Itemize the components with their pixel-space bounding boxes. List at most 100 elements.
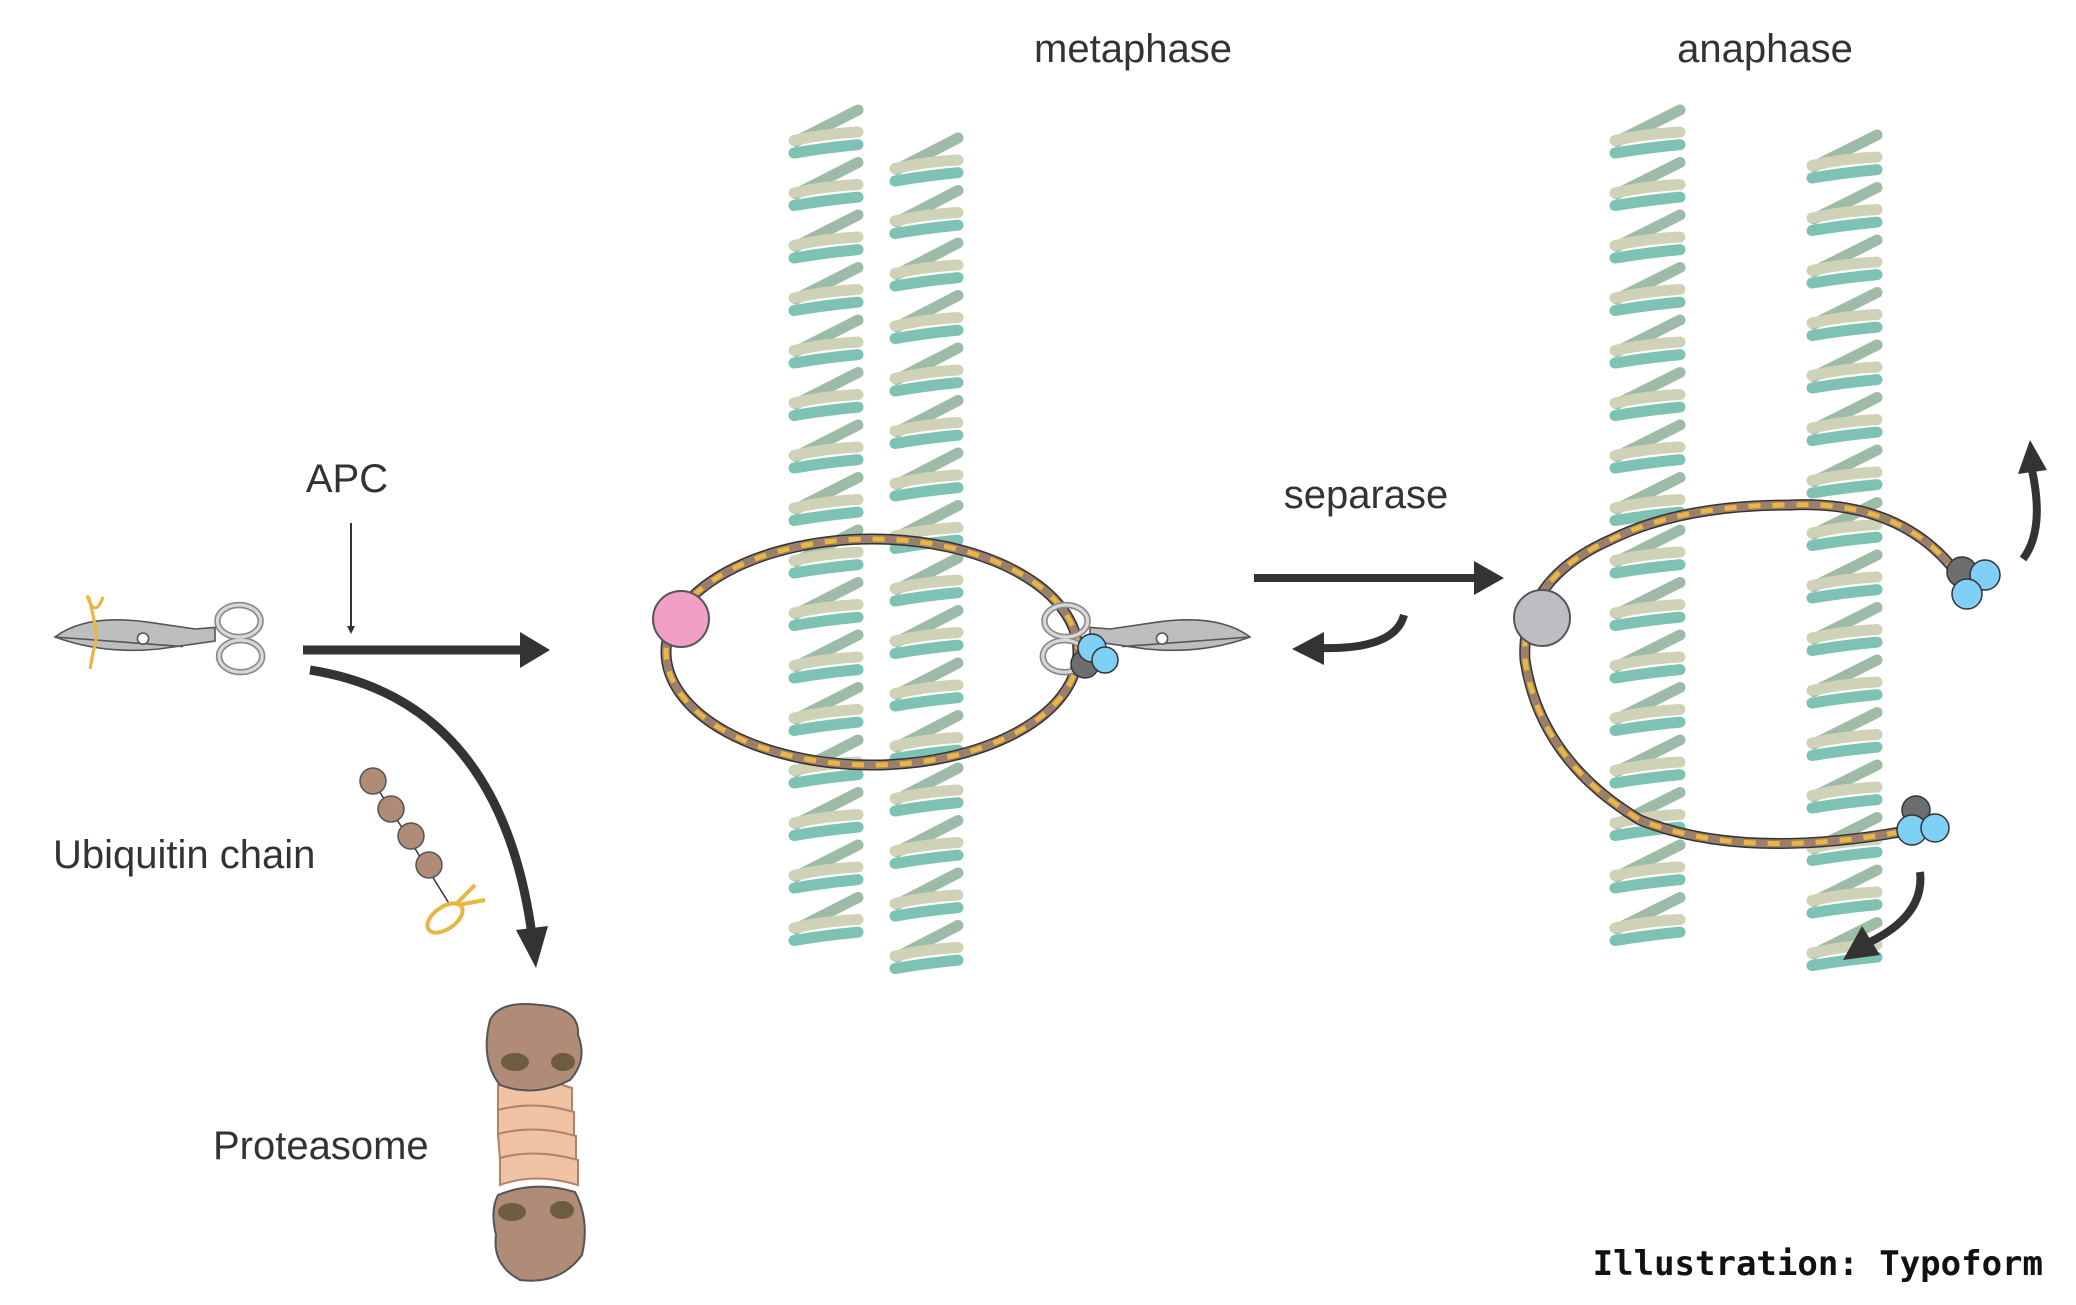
coil-turn [1806, 426, 1883, 447]
coil-turn [889, 587, 964, 607]
coil-turn [1806, 899, 1883, 919]
reverse-arrow-head [1292, 632, 1324, 665]
coil-turn [1806, 256, 1883, 276]
metaphase-label: metaphase [1034, 27, 1232, 71]
coil-turn [1609, 389, 1686, 409]
coil-turn [889, 219, 964, 240]
illustration-credit: Illustration: Typoform [1593, 1244, 2043, 1284]
coil-turn [889, 377, 964, 397]
coil-turn [788, 296, 864, 317]
coil-turn [1806, 781, 1883, 801]
coil-turn [889, 312, 964, 332]
coil-turn [1806, 571, 1883, 591]
ubiquitin-bead [359, 767, 387, 795]
coil-turn [788, 454, 864, 474]
apc-label: APC [306, 457, 388, 501]
ubiquitin-bead [397, 822, 425, 850]
coil-turn [1609, 769, 1686, 789]
coil-turn [1609, 244, 1686, 264]
coil-turn [1806, 466, 1883, 486]
coil-turn [788, 401, 864, 422]
coil-turn [889, 784, 964, 804]
coil-turn [788, 231, 864, 251]
hinge-gray-icon [1513, 589, 1571, 647]
coil-turn [889, 679, 964, 699]
coil-turn [1806, 689, 1883, 709]
coil-turn [1609, 401, 1686, 422]
coil-turn [1609, 599, 1686, 619]
coil-turn [889, 364, 964, 384]
coil-turn [1609, 296, 1686, 317]
coil-turn [788, 704, 864, 724]
coil-turn [1806, 636, 1883, 657]
coil-turn [1609, 611, 1686, 632]
coil-turn [788, 821, 864, 842]
separase-label: separase [1284, 473, 1449, 517]
coil-turn [788, 664, 864, 684]
coil-turn [788, 611, 864, 632]
anaphase-up-arrow-head [2018, 440, 2047, 474]
coil-turn [1609, 179, 1686, 199]
coil-turn [1806, 794, 1883, 814]
coil-turn [1806, 479, 1883, 499]
coil-turn [1806, 886, 1883, 906]
coil-turn [889, 797, 964, 817]
reverse-arrow [1319, 613, 1408, 653]
coil-turn [788, 441, 864, 461]
chromosome-coil [889, 132, 964, 975]
coil-turn [788, 349, 864, 369]
coil-turn [788, 494, 864, 514]
coil-turn [889, 889, 964, 909]
coil-turn [1609, 716, 1686, 737]
securin-icon [425, 901, 465, 935]
coil-turn [889, 954, 964, 975]
coil-turn [1806, 741, 1883, 762]
coil-turn [889, 627, 964, 647]
coil-turn [1609, 139, 1686, 159]
coil-turn [889, 167, 964, 187]
coil-turn [1806, 216, 1883, 237]
coil-turn [889, 692, 964, 712]
main-arrow-head [520, 632, 550, 668]
kleisin-pink-icon [652, 590, 710, 648]
coil-turn [1609, 454, 1686, 474]
ubiquitin-bead [377, 795, 405, 823]
coil-turn [1806, 374, 1883, 394]
coil-turn [1806, 531, 1883, 552]
coil-turn [788, 139, 864, 159]
degradation-arrow [309, 665, 537, 936]
chromosome-coil [788, 104, 864, 947]
coil-turn [1806, 846, 1883, 867]
coil-turn [788, 716, 864, 737]
coil-turn [889, 942, 964, 962]
coil-turn [1609, 494, 1686, 514]
anaphase-down-arrow [1868, 871, 1925, 946]
coil-turn [1609, 191, 1686, 212]
coil-turn [889, 429, 964, 450]
coil-turn [1609, 756, 1686, 776]
coil-turn [1609, 664, 1686, 684]
coil-turn [788, 506, 864, 527]
coil-turn [1806, 584, 1883, 604]
coil-turn [1609, 874, 1686, 894]
coil-turn [1806, 151, 1883, 171]
coil-turn [1609, 441, 1686, 461]
coil-turn [1806, 204, 1883, 224]
coil-turn [889, 837, 964, 857]
chromosome-coil [1806, 129, 1883, 972]
coil-turn [1806, 951, 1883, 972]
coil-turn [1806, 361, 1883, 381]
coil-turn [1806, 729, 1883, 749]
coil-turn [1806, 414, 1883, 434]
coil-turn [1806, 519, 1883, 539]
coil-turn [1806, 269, 1883, 289]
coil-turn [788, 599, 864, 619]
coil-turn [788, 874, 864, 894]
coil-turn [788, 769, 864, 789]
coil-turn [788, 559, 864, 579]
coil-turn [889, 469, 964, 489]
proteasome-label: Proteasome [213, 1124, 429, 1168]
coil-turn [1609, 336, 1686, 356]
